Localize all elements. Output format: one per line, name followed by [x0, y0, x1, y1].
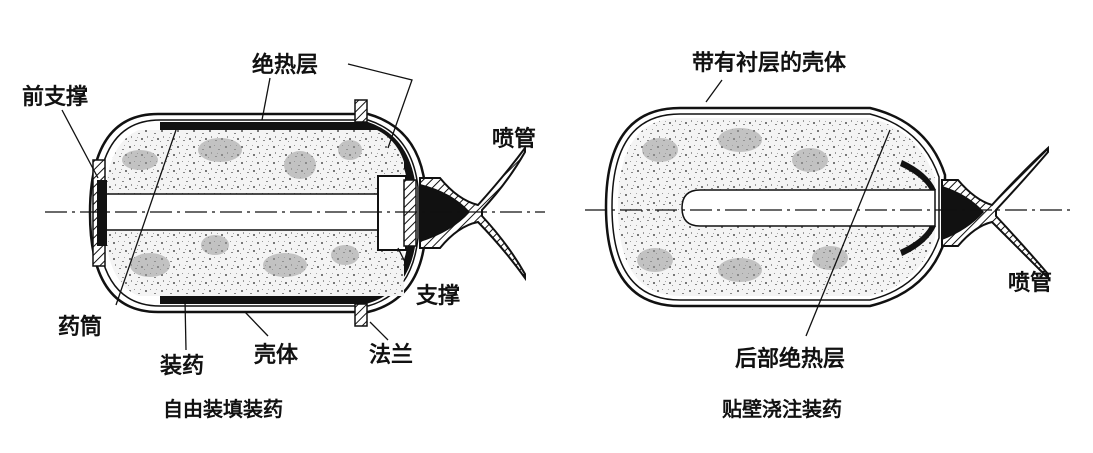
left-flange-top — [354, 99, 368, 123]
caption-right: 贴壁浇注装药 — [722, 397, 842, 421]
right-aft-insulation — [900, 160, 936, 190]
label-flange: 法兰 — [369, 342, 413, 368]
right-outer-case — [604, 106, 947, 308]
label-case: 壳体 — [253, 343, 299, 368]
label-support: 支撑 — [416, 284, 460, 309]
right-liner — [611, 113, 940, 301]
label-right-nozzle: 喷管 — [1008, 270, 1052, 296]
label-tube: 药筒 — [58, 314, 102, 340]
right-nozzle — [941, 145, 1049, 281]
label-left-nozzle: 喷管 — [492, 126, 536, 152]
leader-insulation-1 — [261, 77, 271, 121]
left-flange-bottom — [354, 303, 368, 327]
label-front-support: 前支撑 — [22, 84, 88, 110]
leader-lined-case — [705, 79, 723, 103]
label-aft-insulation: 后部绝热层 — [735, 346, 845, 372]
label-insulation: 绝热层 — [252, 52, 318, 78]
leader-tube — [115, 129, 177, 306]
leader-front-support — [61, 109, 99, 179]
leader-case — [244, 311, 269, 337]
left-insulation-bottom — [160, 240, 416, 304]
caption-left: 自由装填装药 — [163, 397, 283, 421]
leader-grain — [184, 299, 187, 351]
right-grain-port — [681, 189, 936, 227]
free-standing-grain-motor: 前支撑 绝热层 喷管 药筒 装药 壳体 支撑 法兰 自由装填装药 — [22, 52, 545, 421]
case-bonded-grain-motor: 带有衬层的壳体 喷管 后部绝热层 贴壁浇注装药 — [585, 50, 1070, 421]
leader-insulation-2 — [347, 63, 413, 149]
left-aft-support — [377, 175, 407, 251]
left-insulation-top — [160, 122, 416, 188]
left-nozzle — [419, 144, 526, 282]
label-grain: 装药 — [160, 354, 204, 379]
leader-flange — [369, 321, 389, 341]
leader-support — [397, 247, 409, 269]
leader-aft-insulation — [805, 129, 891, 337]
label-lined-case: 带有衬层的壳体 — [692, 50, 847, 76]
